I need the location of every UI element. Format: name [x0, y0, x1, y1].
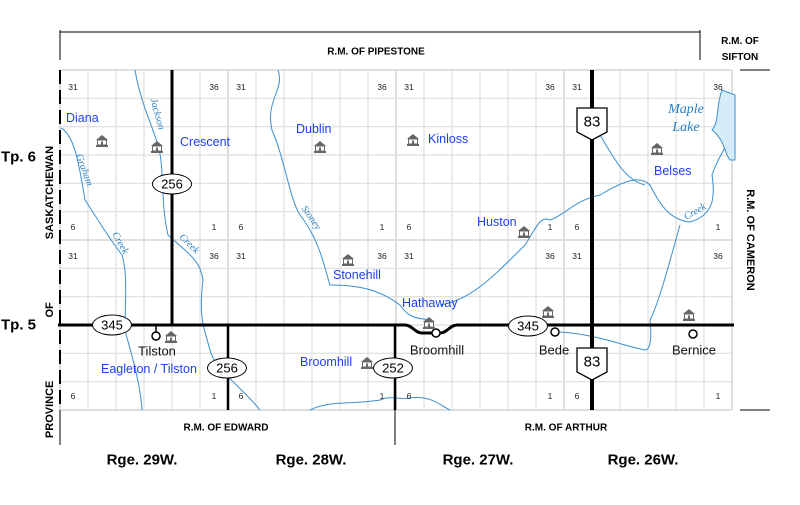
- place-dublin: Dublin: [296, 122, 332, 136]
- section-number-se: 1: [547, 391, 553, 401]
- place-kinloss: Kinloss: [428, 132, 469, 146]
- section-number-se: 1: [379, 222, 385, 232]
- church-icon: [342, 253, 354, 266]
- section-number-nw: 31: [404, 251, 414, 261]
- section-number-nw: 31: [404, 82, 414, 92]
- township-6-label: Tp. 6: [1, 148, 37, 166]
- rm-pipestone-label: R.M. OF PIPESTONE: [327, 46, 425, 58]
- church-icon: [518, 225, 530, 238]
- rm-edward-label: R.M. OF EDWARD: [183, 422, 269, 434]
- church-icon: [423, 316, 435, 329]
- range-26-label: Rge. 26W.: [607, 451, 679, 469]
- section-number-se: 1: [211, 391, 217, 401]
- church-icon: [151, 140, 163, 153]
- section-number-se: 1: [715, 222, 721, 232]
- south-creek: [309, 396, 451, 411]
- range-27-label: Rge. 27W.: [442, 451, 514, 469]
- section-number-ne: 36: [545, 82, 555, 92]
- section-number-sw: 6: [406, 222, 412, 232]
- section-number-ne: 36: [209, 82, 219, 92]
- range-29-label: Rge. 29W.: [106, 451, 178, 469]
- section-number-ne: 36: [713, 251, 723, 261]
- place-huston: Huston: [477, 215, 517, 229]
- town-broomhill: Broomhill: [409, 342, 465, 358]
- place-crescent: Crescent: [180, 135, 231, 149]
- maple-lake-label-2: Lake: [672, 120, 700, 135]
- section-number-sw: 6: [70, 222, 76, 232]
- church-icon: [542, 305, 554, 318]
- frame-lines: [59, 30, 770, 445]
- section-number-sw: 6: [70, 391, 76, 401]
- maple-lake-label-1: Maple: [668, 102, 704, 117]
- section-number-ne: 36: [377, 82, 387, 92]
- highway-83-shield-south: [576, 347, 608, 381]
- section-number-ne: 36: [377, 251, 387, 261]
- highway-83-shield-north: [576, 107, 608, 141]
- tilston-marker: [151, 331, 161, 341]
- section-number-sw: 6: [574, 222, 580, 232]
- range-28-label: Rge. 28W.: [275, 451, 347, 469]
- town-bernice: Bernice: [671, 342, 717, 358]
- highway-345-shield: 345: [92, 314, 132, 336]
- section-number-ne: 36: [209, 251, 219, 261]
- church-icon: [96, 134, 108, 147]
- place-broomhill-church: Broomhill: [300, 355, 353, 369]
- highway-252-shield: 252: [373, 357, 413, 379]
- town-markers: [151, 325, 698, 341]
- bernice-marker: [688, 329, 698, 339]
- section-number-se: 1: [379, 391, 385, 401]
- rm-arthur-label: R.M. OF ARTHUR: [524, 422, 608, 434]
- section-number-ne: 36: [713, 82, 723, 92]
- section-number-nw: 31: [236, 251, 246, 261]
- highway-256-shield: 256: [152, 173, 192, 195]
- section-number-nw: 31: [572, 251, 582, 261]
- rm-sifton-label: R.M. OF SIFTON: [721, 36, 759, 63]
- broomhill-marker: [431, 328, 441, 338]
- stoney-creek: [270, 69, 431, 321]
- section-number-sw: 6: [238, 222, 244, 232]
- section-grid: [59, 69, 733, 411]
- section-number-sw: 6: [238, 391, 244, 401]
- church-icon: [314, 140, 326, 153]
- place-eagleton-tilston: Eagleton / Tilston: [101, 362, 197, 376]
- highway-256-shield-south: 256: [207, 357, 247, 379]
- church-icon: [165, 330, 177, 343]
- hathaway-creek: [439, 119, 733, 306]
- section-number-nw: 31: [68, 82, 78, 92]
- section-number-nw: 31: [572, 82, 582, 92]
- town-bede: Bede: [538, 342, 570, 358]
- section-number-se: 1: [211, 222, 217, 232]
- church-icon: [683, 308, 695, 321]
- section-number-se: 1: [547, 222, 553, 232]
- section-number-nw: 31: [236, 82, 246, 92]
- township-5-label: Tp. 5: [1, 316, 37, 334]
- section-number-se: 1: [715, 391, 721, 401]
- place-stonehill: Stonehill: [333, 268, 381, 282]
- bede-marker: [550, 327, 560, 337]
- highway-345-shield-east: 345: [508, 315, 548, 337]
- church-icon: [407, 133, 419, 146]
- highway-83-number-north: 83: [583, 113, 601, 131]
- rm-cameron-label: R.M. OF CAMERON: [744, 189, 756, 291]
- place-hathaway: Hathaway: [402, 296, 458, 310]
- province-label: PROVINCE OF SASKATCHEWAN: [44, 145, 56, 439]
- place-diana: Diana: [66, 111, 99, 125]
- town-tilston: Tilston: [138, 343, 176, 359]
- section-number-sw: 6: [574, 391, 580, 401]
- place-belses: Belses: [654, 164, 692, 178]
- church-icon: [651, 142, 663, 155]
- section-number-nw: 31: [68, 251, 78, 261]
- graham-creek: [60, 127, 143, 411]
- highway-83-shields: [576, 107, 608, 381]
- section-number-ne: 36: [545, 251, 555, 261]
- east-creek: [559, 134, 681, 351]
- maple-lake: [711, 89, 736, 161]
- church-icon: [361, 356, 373, 369]
- highway-83-number-south: 83: [583, 353, 601, 371]
- section-number-sw: 6: [406, 391, 412, 401]
